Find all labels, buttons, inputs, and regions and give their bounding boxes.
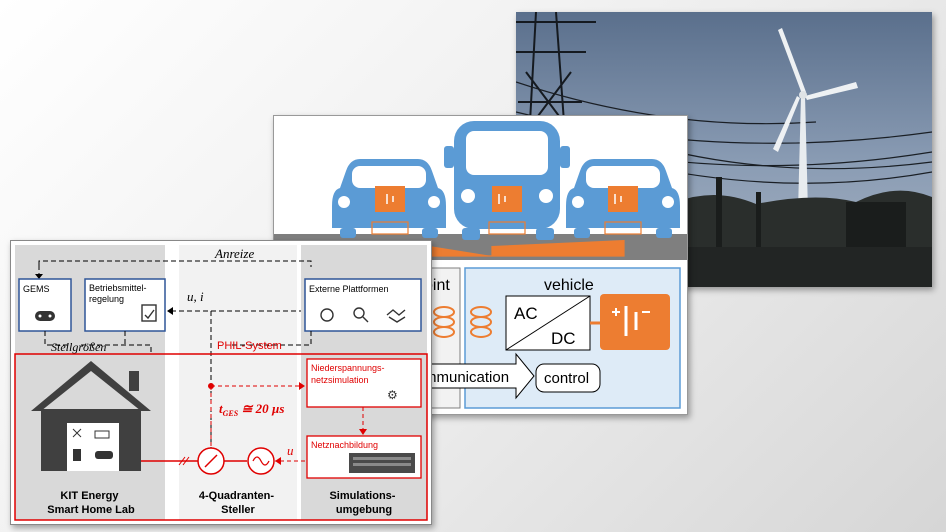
setpoints-label: Stellgrößen: [51, 340, 106, 354]
svg-text:AC: AC: [514, 304, 538, 323]
home-lab-line1: KIT Energy: [60, 490, 119, 502]
sim-env-line1: Simulations-: [329, 490, 395, 502]
bus-icon: [444, 121, 570, 240]
communication-arrow: mmunication: [413, 352, 535, 400]
svg-text:mmunication: mmunication: [424, 369, 509, 386]
lv-grid-sim-box: Niederspannungs- netzsimulation ⚙: [306, 358, 422, 408]
lv-grid-line1: Niederspannungs-: [311, 363, 385, 373]
grid-emulation-box: Netznachbildung: [306, 435, 422, 479]
lv-grid-line2: netzsimulation: [311, 375, 369, 385]
svg-text:Betriebsmittel- regelu: Betriebsmittel- regelung: [89, 283, 149, 304]
svg-text:Netznachbildung: Netznachbildung: [311, 440, 378, 450]
timing-sub: GES: [223, 409, 239, 418]
panel-vehicle-label: vehicle: [544, 277, 594, 294]
magnifier-icon: [353, 307, 365, 319]
voltage-label: u: [287, 443, 294, 458]
svg-text:control: control: [544, 370, 589, 387]
control-box: control: [535, 363, 601, 393]
sim-env-line2: umgebung: [336, 504, 392, 516]
gears-icon: ⚙: [387, 388, 398, 402]
gems-box: GEMS: [18, 278, 72, 332]
phil-system-label: PHIL-System: [217, 340, 282, 352]
server-rack-icon: [349, 453, 415, 473]
svg-text:GEMS: GEMS: [23, 284, 50, 294]
handshake-icon: [386, 309, 406, 323]
svg-text:tGES ≅ 20 µs: tGES ≅ 20 µs: [219, 401, 284, 418]
measurements-label: u, i: [187, 289, 204, 304]
svg-text:Externe Plattformen: Externe Plattformen: [309, 284, 389, 294]
svg-text:Niederspannungs- netzs: Niederspannungs- netzsimulation: [311, 363, 387, 385]
gamepad-icon: [35, 311, 55, 321]
quadrant-line2: Steller: [221, 504, 255, 516]
ac-dc-converter: AC DC: [505, 295, 591, 351]
asset-control-line2: regelung: [89, 294, 124, 304]
network-icon: [320, 308, 334, 322]
timing-value: ≅ 20 µs: [238, 401, 284, 416]
home-lab-line2: Smart Home Lab: [47, 504, 135, 516]
asset-control-line1: Betriebsmittel-: [89, 283, 147, 293]
battery-icon: [600, 294, 670, 350]
external-platforms-box: Externe Plattformen: [304, 278, 422, 332]
asset-control-box: Betriebsmittel- regelung: [84, 278, 166, 332]
incentives-label: Anreize: [214, 246, 254, 261]
svg-text:Simulations- umgebung: Simulations- umgebung: [329, 490, 398, 516]
timing-label: t: [219, 401, 223, 416]
svg-text:4-Quadranten- Steller: 4-Quadranten- Steller: [199, 490, 277, 516]
svg-text:KIT Energy Smart Home La: KIT Energy Smart Home Lab: [47, 490, 135, 516]
house-icon: [31, 361, 151, 471]
quadrant-line1: 4-Quadranten-: [199, 490, 275, 502]
coil-icon: [433, 306, 492, 338]
wind-turbine: [773, 28, 858, 212]
kit-energy-diagram: Anreize GEMS Betriebsmittel- regelung: [10, 240, 432, 525]
control-edit-icon: [141, 304, 157, 322]
svg-text:DC: DC: [551, 329, 576, 348]
